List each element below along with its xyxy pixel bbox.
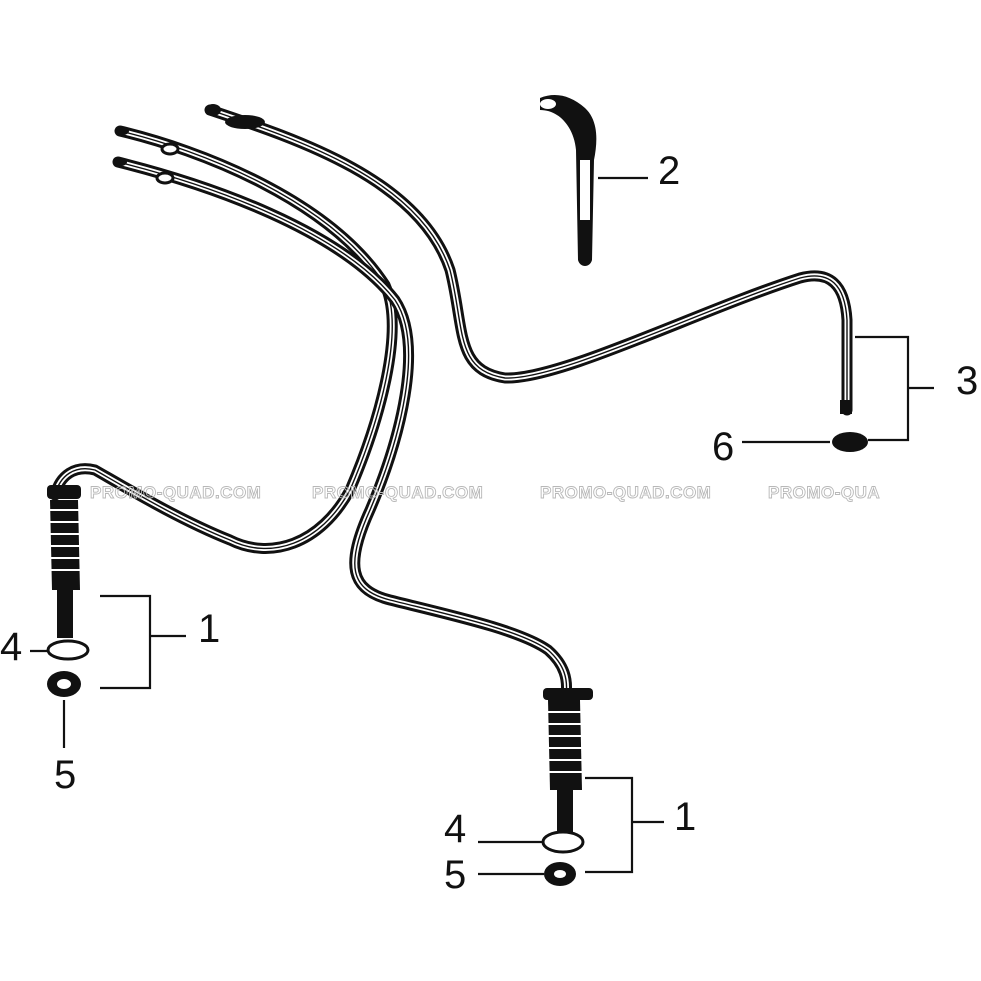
washer-left xyxy=(46,639,90,661)
bracket-3 xyxy=(855,335,910,442)
callout-2: 2 xyxy=(658,149,680,193)
callout-4-right: 4 xyxy=(444,807,466,851)
adjuster-right xyxy=(541,688,593,886)
cable-front xyxy=(204,104,853,416)
watermark-text: PROMO-QUAD.COM xyxy=(90,483,261,502)
watermark-text: PROMO-QUAD.COM xyxy=(312,483,483,502)
callout-5-left: 5 xyxy=(54,753,76,797)
callout-6: 6 xyxy=(712,425,734,469)
watermark-text: PROMO-QUAD.COM xyxy=(540,483,711,502)
callout-4-left: 4 xyxy=(0,625,22,669)
callout-1-left: 1 xyxy=(198,607,220,651)
callout-1-right: 1 xyxy=(674,795,696,839)
callout-labels: 2 3 6 1 4 5 1 4 5 xyxy=(0,149,978,897)
part-6-end-piece xyxy=(832,400,868,452)
callout-5-right: 5 xyxy=(444,853,466,897)
bracket-1-left xyxy=(100,594,152,690)
cable-left-rear xyxy=(49,125,398,554)
bracket-1-right xyxy=(585,776,634,874)
cable-end-tips xyxy=(115,104,265,185)
leader-lines xyxy=(30,176,934,876)
cable-right-rear xyxy=(112,156,572,701)
washer-right xyxy=(541,830,585,854)
adjuster-left xyxy=(46,485,90,697)
callout-3: 3 xyxy=(956,359,978,403)
part-2-cable-guide xyxy=(540,95,597,266)
watermark-text: PROMO-QUA xyxy=(768,483,880,502)
watermark: PROMO-QUAD.COM PROMO-QUAD.COM PROMO-QUAD… xyxy=(90,483,881,503)
